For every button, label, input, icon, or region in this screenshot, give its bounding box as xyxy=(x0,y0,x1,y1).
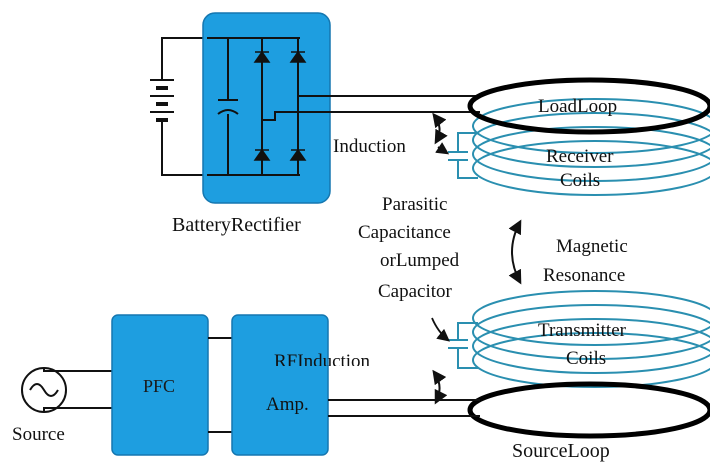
magnetic-resonance-label-line2: Resonance xyxy=(543,265,626,286)
receiver-coils-label-line1: Receiver xyxy=(546,146,614,167)
capacitor-icon xyxy=(217,99,239,115)
amp-block xyxy=(231,314,329,456)
pfc-block xyxy=(111,314,209,456)
pfc-to-amp-wires xyxy=(208,337,232,433)
receiver-coils-label-line2: Coils xyxy=(560,170,601,191)
battery-icon xyxy=(150,78,174,128)
transmitter-capacitor-icon xyxy=(448,322,478,369)
transmitter-coils xyxy=(472,290,710,388)
parasitic-label-line1: Parasitic xyxy=(382,194,448,215)
receiver-capacitor-icon xyxy=(448,132,478,179)
ac-source-icon xyxy=(21,367,67,413)
battery-rectifier-group xyxy=(150,12,480,204)
amp-to-sourceloop-wires xyxy=(328,399,480,417)
source-wires xyxy=(43,368,112,412)
induction-label: Induction xyxy=(333,136,406,157)
transmitter-coils-label-line1: Transmitter xyxy=(538,320,626,341)
diode-icon xyxy=(253,50,307,161)
battery-wiring xyxy=(161,37,207,176)
rectifier-to-loadloop-wires xyxy=(262,95,480,121)
amp-label: Amp. xyxy=(266,394,309,415)
receiver-coils xyxy=(472,98,710,196)
transmitter-coils-label-line2: Coils xyxy=(566,348,607,369)
parasitic-label-line2: Capacitance xyxy=(358,222,451,243)
parasitic-pointer-bottom-icon xyxy=(431,317,450,342)
battery-rectifier-label: BatteryRectifier xyxy=(172,214,301,236)
parasitic-label-line3: orLumped xyxy=(380,250,460,271)
load-loop xyxy=(467,77,710,135)
induction-arrow-icon xyxy=(432,112,448,145)
source-loop-label: SourceLoop xyxy=(512,440,610,462)
parasitic-pointer-top-icon xyxy=(435,142,450,155)
pfc-label: PFC xyxy=(143,376,176,396)
magnetic-resonance-label-line1: Magnetic xyxy=(556,236,628,257)
parasitic-label-line4: Capacitor xyxy=(378,281,452,302)
source-loop xyxy=(467,381,710,439)
source-label: Source xyxy=(12,424,65,445)
rf-induction-label: RFInduction xyxy=(274,352,371,366)
magnetic-resonance-arrow-icon xyxy=(508,219,522,285)
load-loop-label: LoadLoop xyxy=(538,96,618,117)
rf-induction-arrow-icon xyxy=(432,369,448,405)
